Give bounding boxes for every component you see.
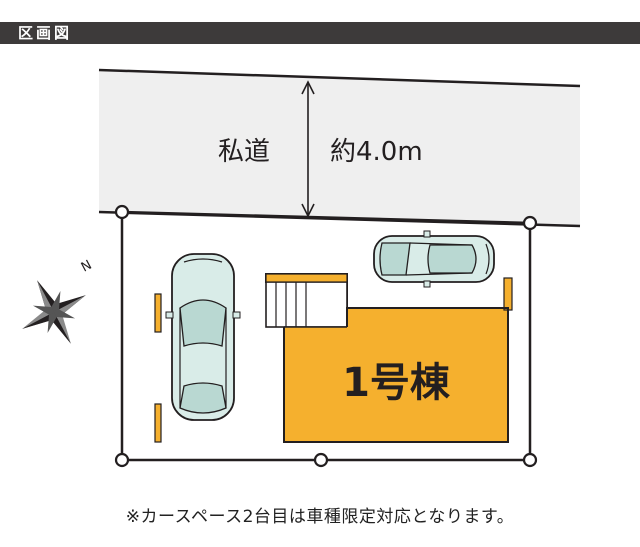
building-body-outline <box>283 307 509 443</box>
boundary-marker <box>114 452 130 468</box>
car-horizontal <box>373 230 495 288</box>
footnote: ※カースペース2台目は車種限定対応となります。 <box>125 507 515 527</box>
parking-stop <box>154 293 162 333</box>
building-body <box>284 327 508 442</box>
boundary-marker <box>522 215 538 231</box>
road-top-edge <box>98 68 581 88</box>
compass-rose-icon <box>22 280 86 344</box>
page-title: 区画図 <box>18 24 73 42</box>
boundary-marker <box>114 204 130 220</box>
boundary-marker <box>522 452 538 468</box>
compass-north-label: N <box>79 258 95 276</box>
boundary-marker <box>313 452 329 468</box>
private-road <box>99 70 580 226</box>
building-wall-cap <box>503 277 513 311</box>
building-top-cap <box>265 273 348 283</box>
site-plan: 私道 約4.0m 1号棟 <box>22 68 581 468</box>
road-label: 私道 <box>218 137 270 167</box>
header-strip <box>0 22 640 44</box>
parking-stop <box>154 403 162 443</box>
building-label: 1号棟 <box>342 360 451 406</box>
road-width-label: 約4.0m <box>330 137 423 167</box>
car-vertical <box>165 253 241 421</box>
